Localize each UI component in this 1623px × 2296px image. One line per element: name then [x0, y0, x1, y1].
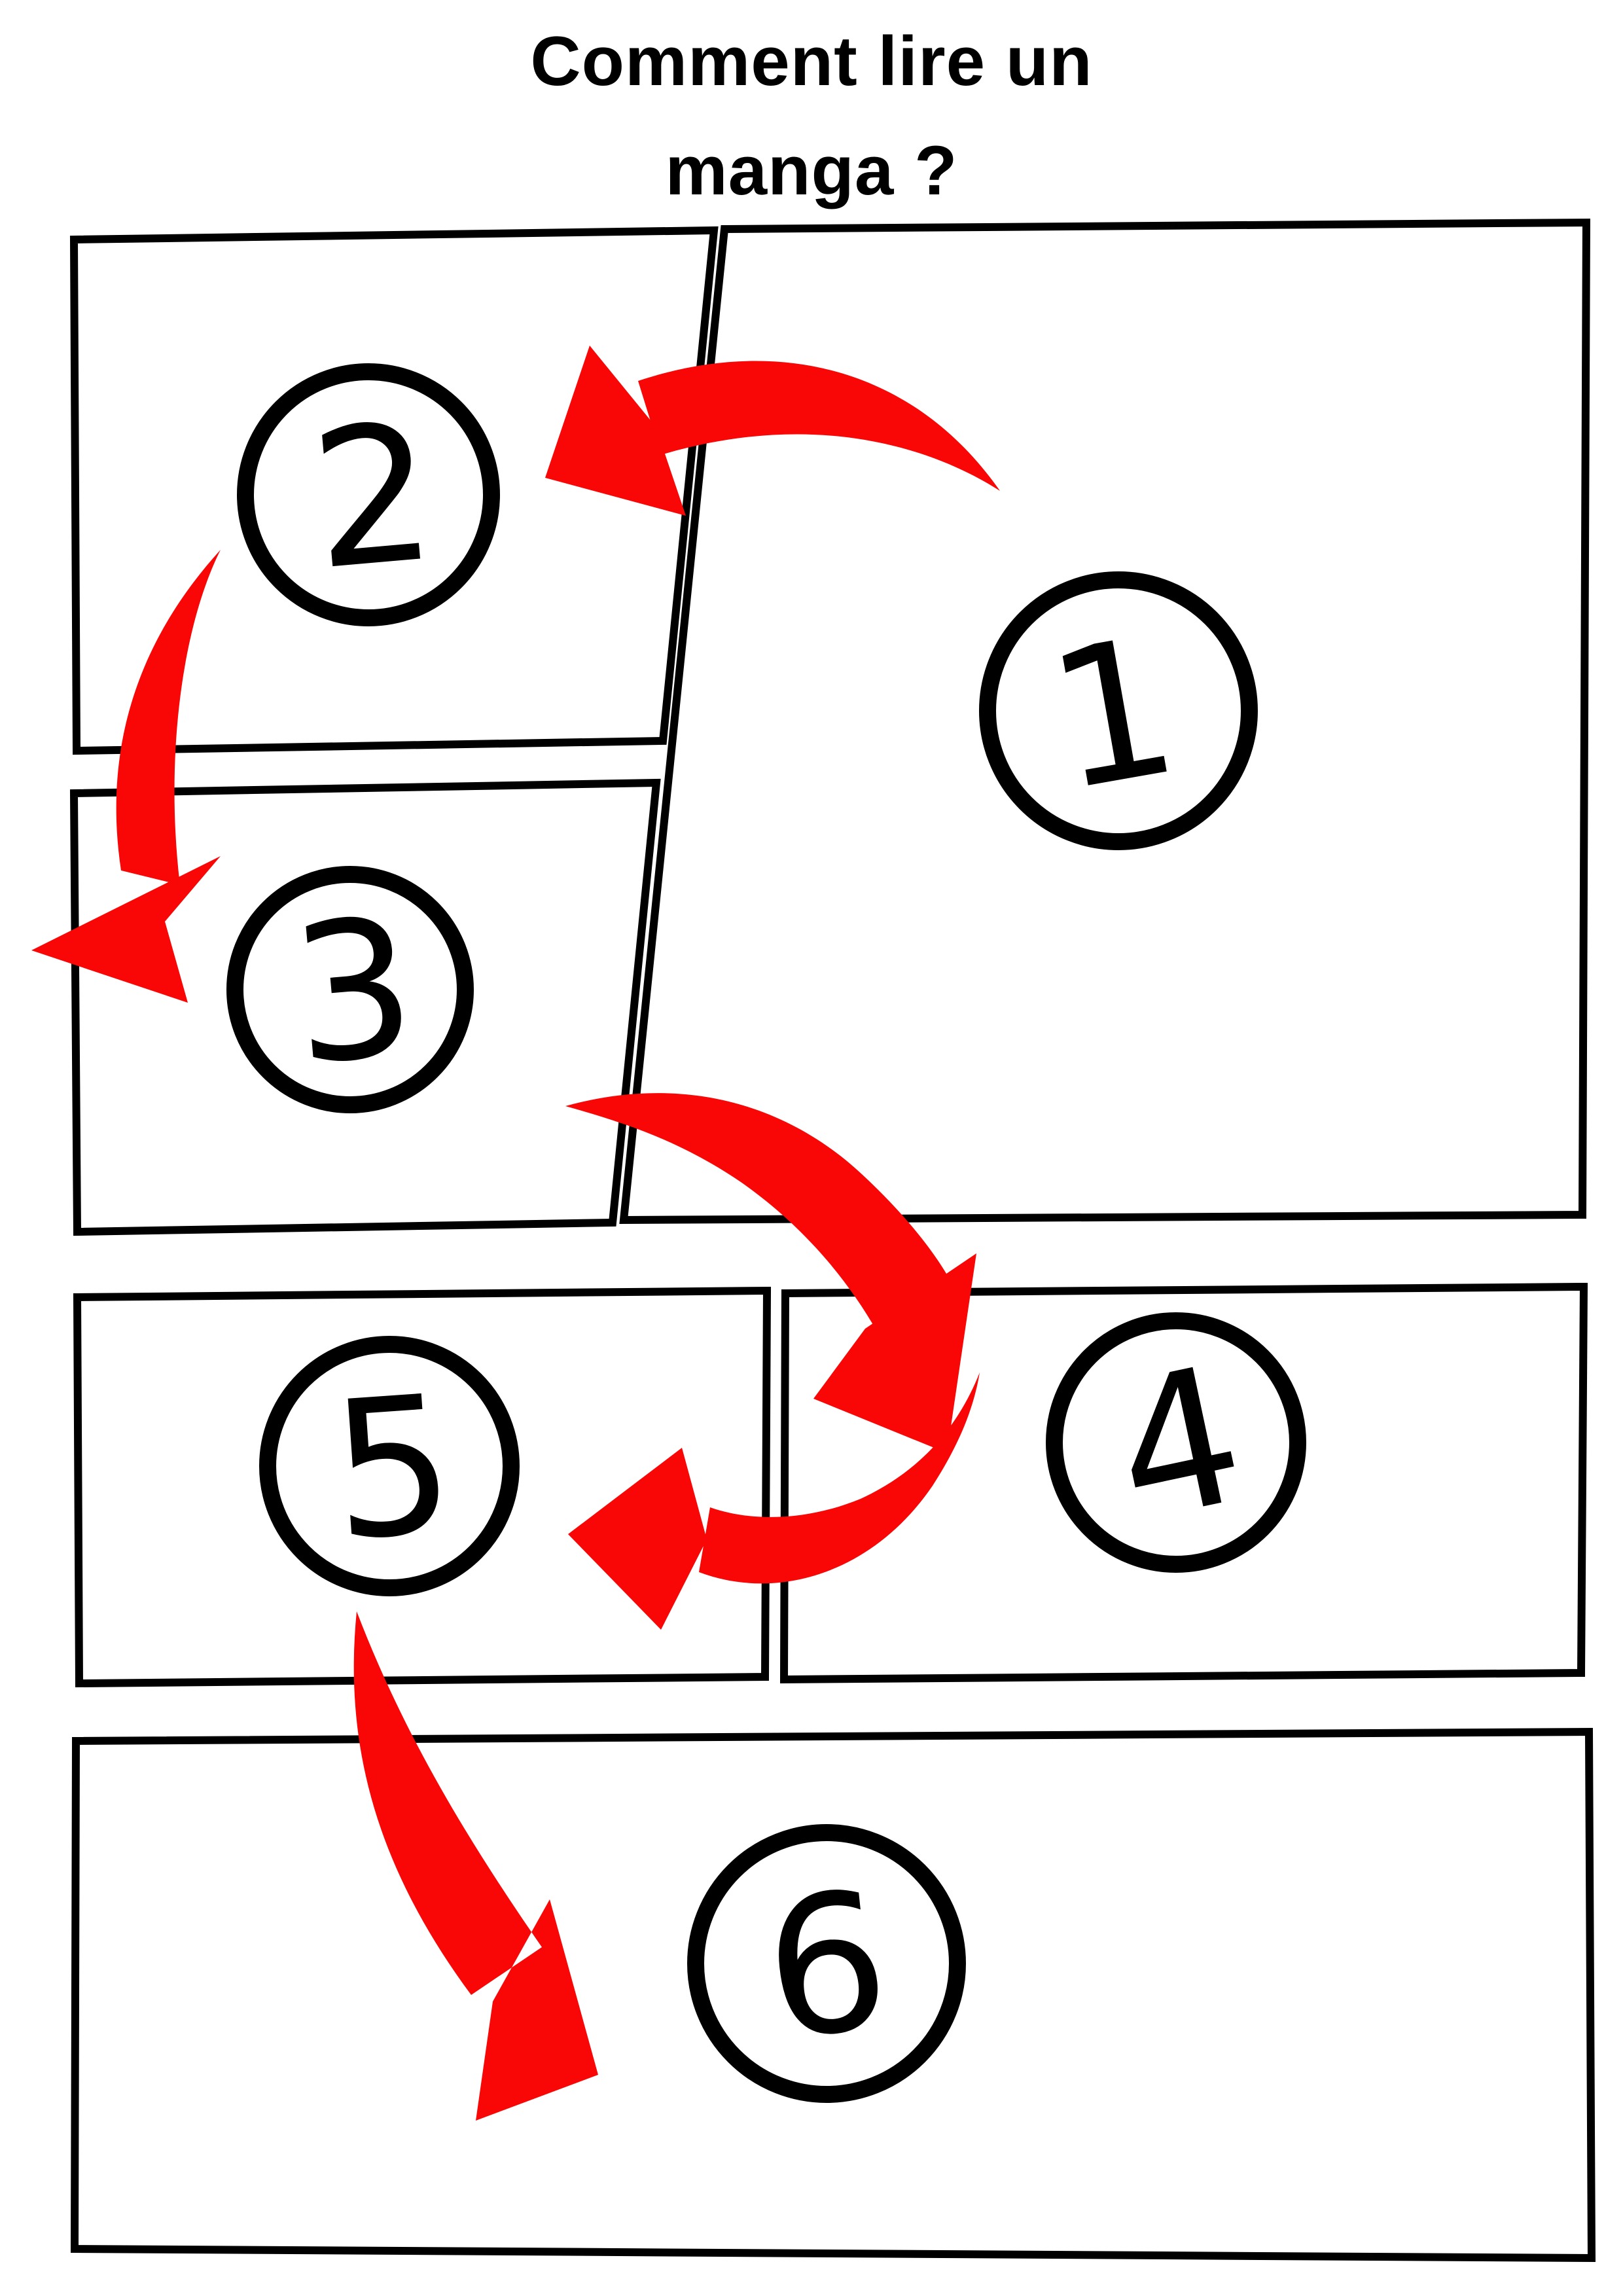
- panel-6-border: [70, 1727, 1596, 2263]
- panel-2-number: 2: [304, 382, 443, 613]
- panel-3-border: [69, 778, 661, 1236]
- panel-5-border: [73, 1286, 772, 1688]
- panel-3-number: 3: [284, 877, 423, 1107]
- arrow-3-to-4: [565, 1093, 976, 1453]
- panel-2-number-badge: 2: [237, 363, 500, 626]
- panel-2-border: [69, 226, 719, 755]
- panel-5-number-badge: 5: [259, 1336, 520, 1596]
- panel-1-border: [619, 218, 1591, 1225]
- arrow-4-to-5: [568, 1372, 980, 1630]
- panel-6-number: 6: [755, 1850, 899, 2082]
- panel-5-number: 5: [325, 1355, 461, 1583]
- page-title-line-1: Comment lire un: [530, 22, 1092, 100]
- panel-2-number-circle: [237, 363, 500, 626]
- arrow-5-to-6: [353, 1611, 598, 2121]
- panel-6-number-circle: [687, 1824, 966, 2103]
- panel-1-number-circle: [979, 571, 1258, 850]
- arrow-1-to-2: [545, 346, 1000, 516]
- panel-4-number-circle: [1046, 1312, 1306, 1573]
- panel-6-number-badge: 6: [687, 1824, 966, 2103]
- panel-3-number-badge: 3: [226, 866, 474, 1113]
- arrow-2-to-3: [31, 550, 221, 1003]
- panel-5-number-circle: [259, 1336, 520, 1596]
- panel-3-number-circle: [226, 866, 474, 1113]
- page-title-line-2: manga ?: [666, 131, 958, 209]
